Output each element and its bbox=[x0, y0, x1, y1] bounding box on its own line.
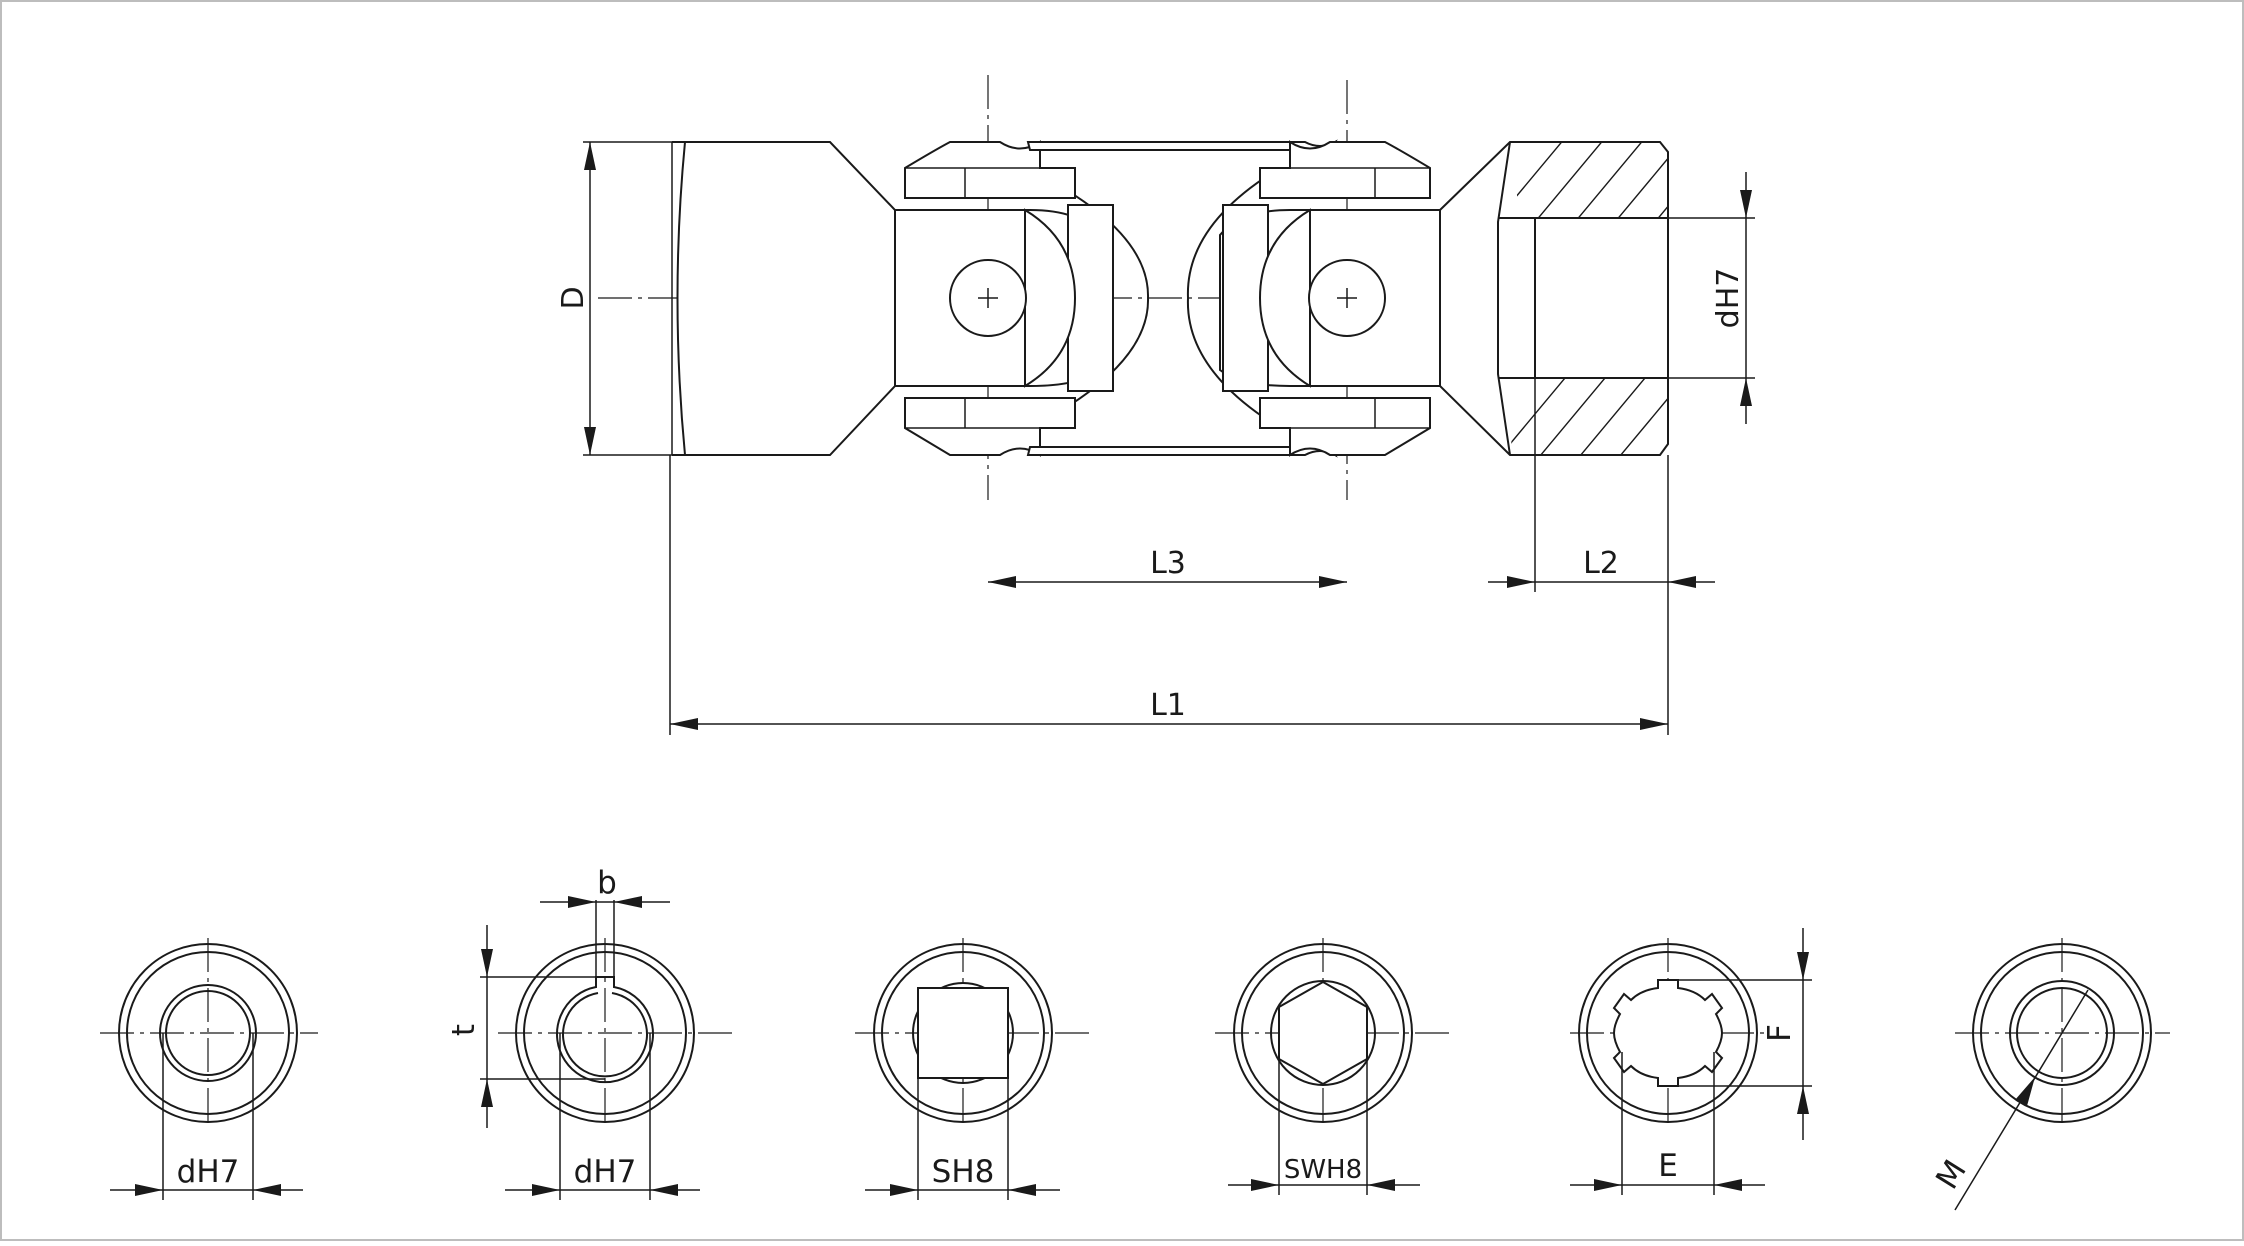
spline-e-label: E bbox=[1658, 1148, 1678, 1184]
square-sh8-label: SH8 bbox=[932, 1154, 995, 1190]
bore-variant-spline: E F bbox=[1570, 928, 1812, 1195]
bore-variant-keyway: b t dH7 bbox=[446, 865, 735, 1200]
left-hub bbox=[676, 141, 896, 456]
keyway-dh7-label: dH7 bbox=[574, 1154, 637, 1190]
hex-swh8-label: SWH8 bbox=[1284, 1155, 1362, 1185]
main-dimensions: D dH7 L3 L2 L1 bbox=[556, 141, 1755, 735]
dim-l1-label: L1 bbox=[1150, 688, 1186, 723]
right-hub-chamfer bbox=[1497, 141, 1511, 456]
centre-sleeve-bottom bbox=[1026, 446, 1338, 458]
centre-sleeve-top bbox=[1026, 139, 1338, 151]
left-bottom-ear bbox=[904, 397, 1076, 457]
dim-l2-label: L2 bbox=[1583, 546, 1619, 581]
universal-joint-side-view bbox=[598, 75, 1669, 500]
dim-l3-label: L3 bbox=[1150, 546, 1186, 581]
round-dh7-label: dH7 bbox=[177, 1154, 240, 1190]
bore-variant-threaded: M bbox=[1929, 938, 2170, 1211]
bore-variant-hex: SWH8 bbox=[1215, 938, 1450, 1195]
right-bottom-ear bbox=[1259, 397, 1431, 457]
bore-variant-round: dH7 bbox=[100, 938, 318, 1200]
keyway-t-label: t bbox=[446, 1024, 482, 1036]
bore-variant-square: SH8 bbox=[855, 938, 1090, 1200]
right-hub bbox=[1439, 141, 1669, 456]
left-top-ear bbox=[904, 140, 1076, 199]
dim-dh7-label: dH7 bbox=[1711, 268, 1746, 329]
left-cross-half bbox=[1024, 208, 1077, 388]
right-top-ear bbox=[1259, 140, 1431, 199]
right-cross-half bbox=[1258, 208, 1311, 388]
keyway-b-label: b bbox=[597, 865, 617, 901]
dim-d-label: D bbox=[556, 286, 591, 309]
spline-f-label: F bbox=[1762, 1024, 1798, 1042]
